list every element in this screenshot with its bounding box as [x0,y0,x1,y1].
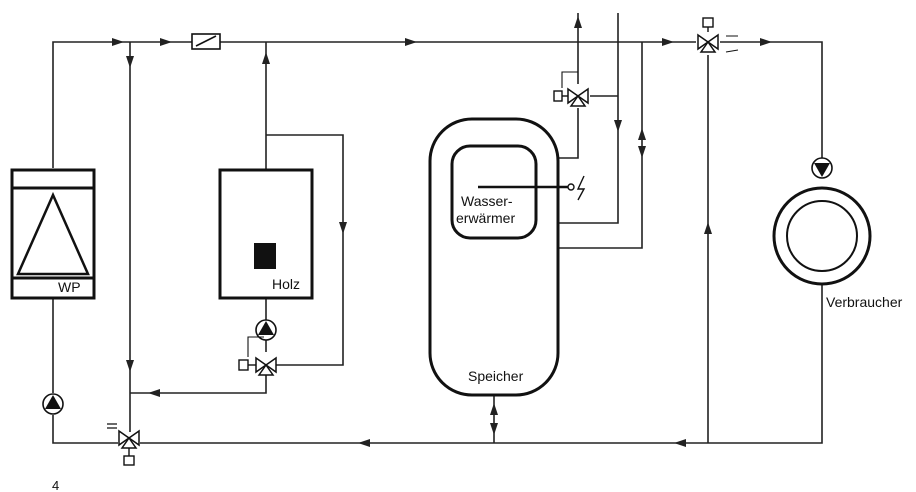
consumer-heater: Verbraucher [772,186,903,310]
hot-water-mixing-valve [553,71,589,107]
consumer-label: Verbraucher [826,294,903,310]
heat-pump-circulator [42,393,64,415]
three-way-valve-icon [107,423,140,466]
consumer-pump [811,157,833,179]
wood-boiler-label: Holz [272,276,300,292]
figure-number: 4 [52,478,59,492]
water-heater-label-line2: erwärmer [456,210,515,226]
storage-tank-label: Speicher [468,368,524,384]
wood-boiler: Holz [218,168,314,300]
wood-boiler-mixing-valve [238,336,277,376]
water-heater-coil: Wasser- erwärmer [450,144,575,240]
heat-pump-label: WP [58,279,81,295]
flow-arrows [112,16,772,447]
check-valve-icon [191,33,221,50]
water-heater-label-line1: Wasser- [461,193,513,209]
lightning-icon [576,175,586,201]
heat-pump-unit: WP [10,168,96,300]
consumer-mixing-valve [697,17,739,53]
